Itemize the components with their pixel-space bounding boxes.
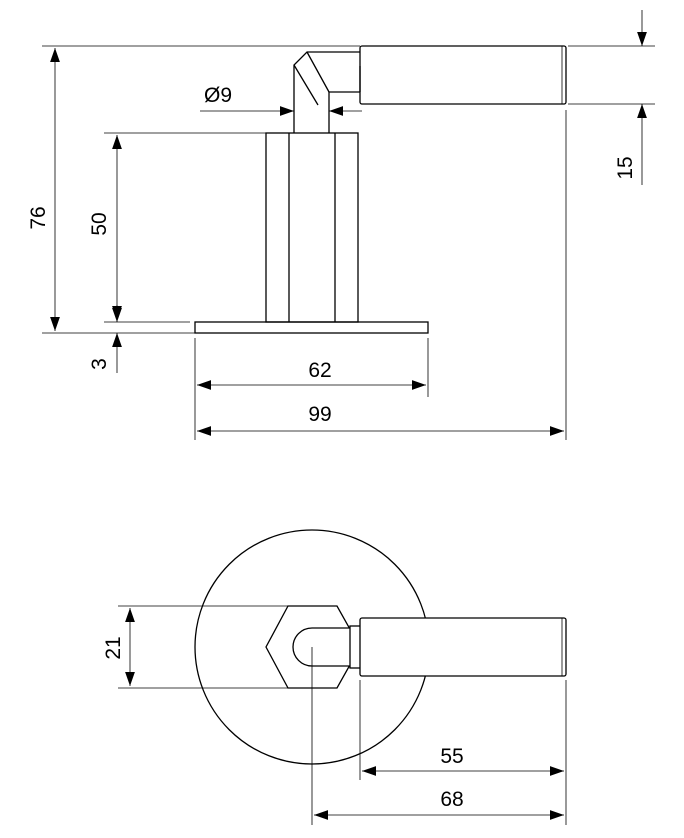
dim-overall-width: 99 [308,403,331,426]
lever-elbow [293,51,360,105]
lever-handle-top [359,617,567,677]
dim-overall-height: 76 [27,206,50,229]
dim-rose-width: 62 [308,359,331,382]
hex-column [265,132,359,323]
top-view: 21 55 68 [102,529,567,825]
lever-elbow-miter [293,64,319,106]
dim-hex-width: 21 [102,636,125,659]
lever-elbow-miter [306,51,330,93]
dim-lever-length: 55 [440,745,463,768]
spindle-arm [292,627,360,667]
rose-plate [194,321,429,334]
dim-spindle-diameter: Ø9 [204,84,232,107]
lever-elbow-inner [328,91,360,105]
front-view: 76 50 3 15 Ø9 62 99 [27,10,655,440]
dim-base-thickness: 3 [88,358,111,370]
dim-projection: 68 [440,788,463,811]
dim-column-height: 50 [88,212,111,235]
dim-lever-diameter: 15 [614,156,637,179]
lever-handle [359,45,567,105]
